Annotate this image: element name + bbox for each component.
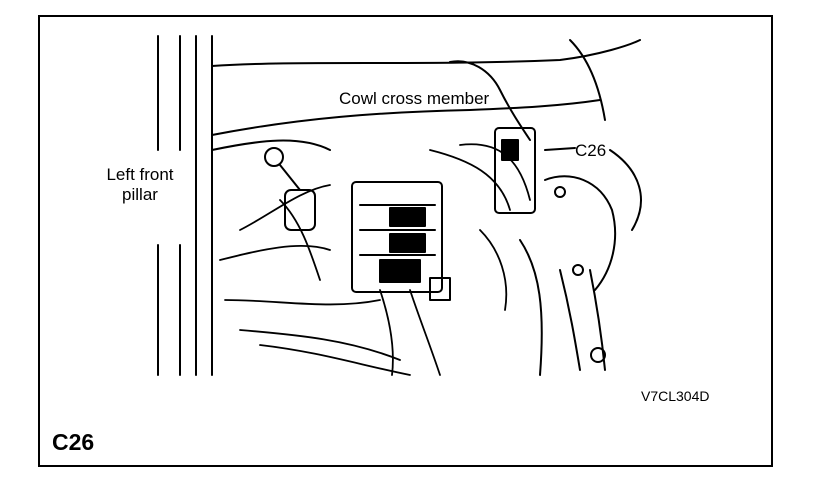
figure-frame [38,15,773,467]
connector-block [351,181,451,301]
grommet-icon [264,147,316,231]
pillar-outline [157,35,213,376]
wiring-harness [219,143,531,376]
figure-title: C26 [52,429,95,455]
connector-label: C26 [575,141,607,160]
bracket-shape [519,175,617,376]
figure-code: V7CL304D [641,388,710,404]
c26-connector-icon [494,127,576,214]
pillar-label: Left front pillar [106,165,174,204]
cowl-member-shape [211,39,642,231]
cowl-label: Cowl cross member [339,89,490,108]
